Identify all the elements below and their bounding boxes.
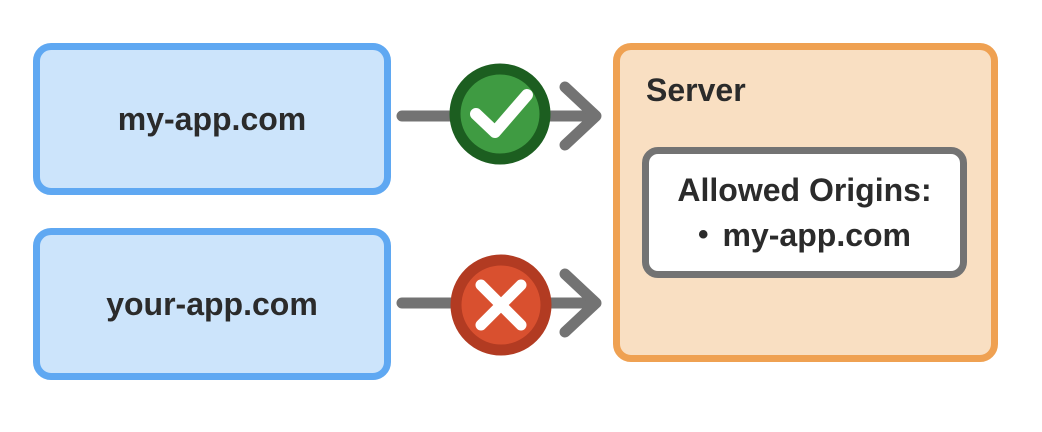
client-box-your-app: your-app.com — [33, 228, 391, 380]
arrowhead-chevron-icon — [559, 268, 602, 338]
x-icon — [475, 279, 527, 331]
server-title: Server — [646, 72, 746, 108]
client-label-your-app: your-app.com — [106, 285, 318, 322]
allowed-origins-box: Allowed Origins: • my-app.com — [642, 147, 967, 278]
blocked-connection — [396, 254, 602, 356]
bullet-icon: • — [698, 218, 709, 251]
arrowhead-chevron-icon — [559, 81, 602, 151]
server-box: Server Allowed Origins: • my-app.com — [613, 43, 998, 362]
allowed-origin-item: • my-app.com — [698, 219, 911, 251]
allowed-origins-heading: Allowed Origins: — [677, 172, 932, 208]
allowed-origin-label: my-app.com — [722, 217, 911, 253]
allowed-connection — [396, 63, 602, 165]
allowed-badge — [449, 63, 551, 165]
checkmark-icon — [470, 89, 533, 138]
client-box-my-app: my-app.com — [33, 43, 391, 195]
client-label-my-app: my-app.com — [117, 100, 307, 137]
